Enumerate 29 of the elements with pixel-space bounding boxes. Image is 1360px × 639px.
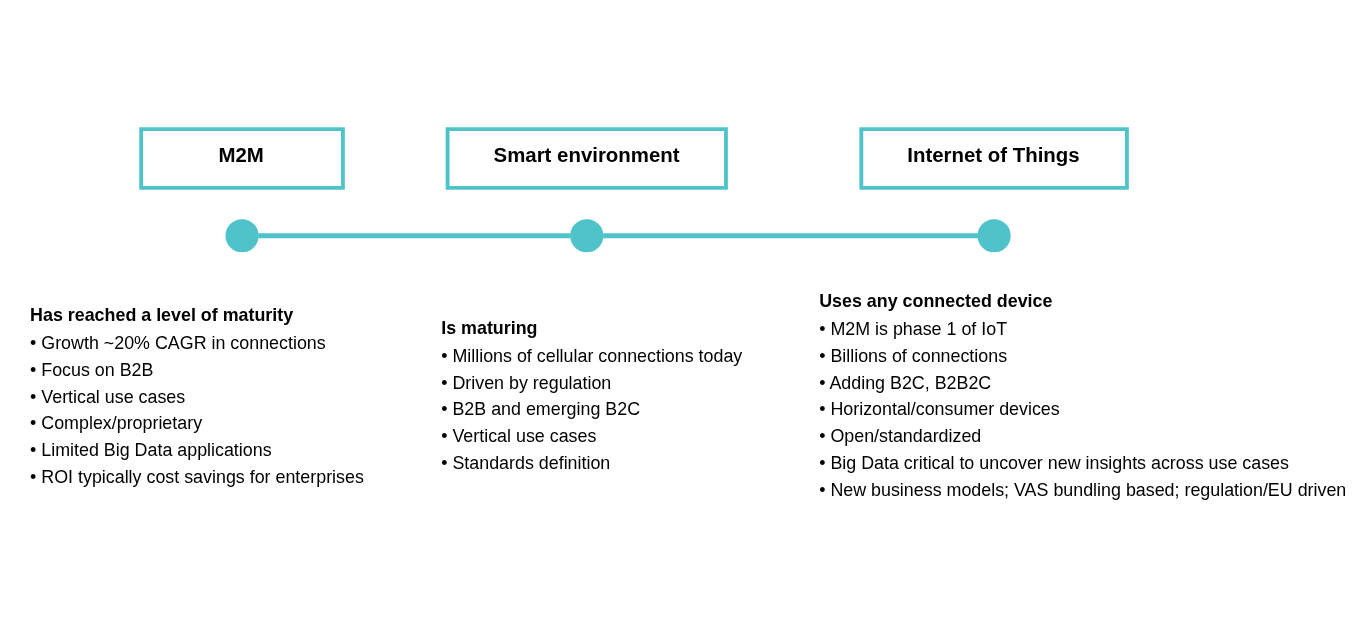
node-label: • New business models; VAS bundling based; regulation/EU driven — [819, 479, 1347, 500]
node-label: • M2M is phase 1 of IoT — [819, 318, 1008, 339]
node-label: • Standards definition — [441, 452, 611, 473]
node-label: • ROI typically cost savings for enterprises — [30, 466, 364, 487]
node-label: • Vertical use cases — [30, 386, 186, 407]
node-label: • Driven by regulation — [441, 372, 612, 393]
node-label: • Open/standardized — [819, 425, 982, 446]
connector — [603, 232, 979, 238]
node-label: • Limited Big Data applications — [30, 439, 272, 460]
node-label: • Horizontal/consumer devices — [819, 398, 1060, 419]
node-label: Is maturing — [441, 317, 538, 338]
node-box: M2M — [139, 126, 345, 190]
node-label: • Growth ~20% CAGR in connections — [30, 332, 326, 353]
node-label: • Complex/proprietary — [30, 412, 203, 433]
node-circle — [225, 218, 259, 252]
node-label: Has reached a level of maturity — [30, 304, 294, 325]
node-box: Internet of Things — [859, 126, 1129, 190]
connector — [258, 232, 571, 238]
node-box: Smart environment — [445, 126, 728, 190]
node-label: • Big Data critical to uncover new insights across use cases — [819, 452, 1289, 473]
node-label: • Focus on B2B — [30, 359, 154, 380]
node-label: • Vertical use cases — [441, 425, 597, 446]
node-circle — [570, 218, 604, 252]
node-label: • Millions of cellular connections today — [441, 345, 743, 366]
node-label: Uses any connected device — [819, 290, 1053, 311]
node-label: • Billions of connections — [819, 345, 1008, 366]
node-label: • B2B and emerging B2C — [441, 398, 641, 419]
node-circle — [977, 218, 1011, 252]
node-label: • Adding B2C, B2B2C — [819, 372, 992, 393]
